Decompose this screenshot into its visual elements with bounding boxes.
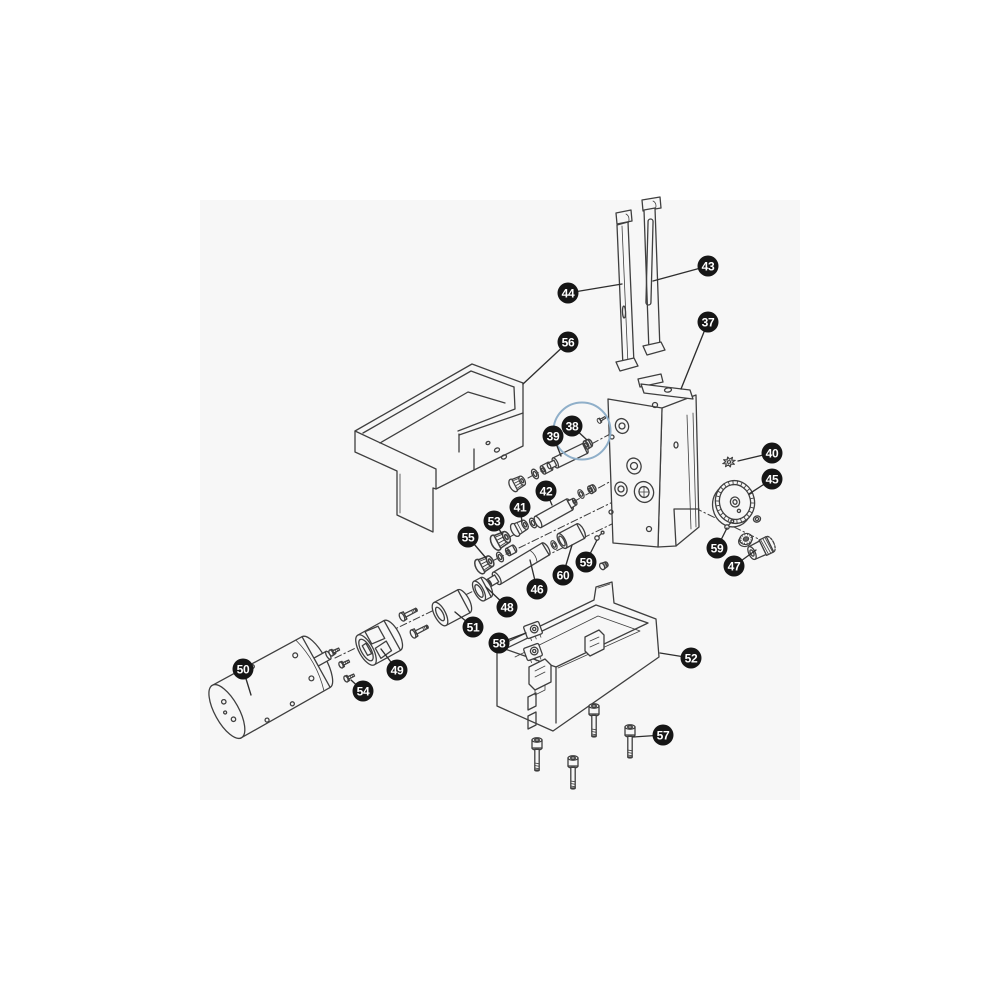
callout-label: 55: [462, 530, 475, 544]
callout-label: 50: [237, 662, 250, 676]
part-lift-channel-right: [641, 196, 666, 356]
callout-55: [457, 526, 479, 548]
callout-label: 59: [580, 555, 593, 569]
callout-label: 58: [493, 636, 506, 650]
part-gearbox-housing: [607, 373, 700, 548]
part-lift-channel-left: [615, 209, 639, 372]
part-shaft-46-group: [471, 523, 609, 588]
callout-49: [386, 659, 408, 681]
leader-line-37: [680, 321, 709, 390]
callout-label: 41: [514, 500, 527, 514]
callout-39: [542, 425, 564, 447]
callout-label: 42: [540, 484, 553, 498]
callout-45: [761, 468, 783, 490]
callout-label: 48: [501, 600, 514, 614]
callout-label: 54: [357, 684, 370, 698]
callout-42: [535, 480, 557, 502]
part-base-tray-52: [496, 581, 660, 732]
callout-54: [352, 680, 374, 702]
callout-56: [557, 331, 579, 353]
part-small-gear: [738, 532, 753, 548]
diagram-artwork: [208, 196, 776, 790]
part-tank-cover: [354, 363, 524, 533]
callout-44: [557, 282, 579, 304]
callout-51: [462, 616, 484, 638]
callout-label: 38: [566, 419, 579, 433]
callout-46: [526, 578, 548, 600]
callout-label: 57: [657, 728, 670, 742]
callout-50: [232, 658, 254, 680]
callout-60: [552, 564, 574, 586]
part-coupler-49: [355, 619, 404, 666]
callout-label: 51: [467, 620, 480, 634]
callout-label: 52: [685, 651, 698, 665]
callout-label: 45: [766, 472, 779, 486]
part-spacer-60: [556, 523, 587, 550]
part-star-washer-40: [722, 456, 736, 468]
callout-label: 40: [766, 446, 779, 460]
part-pin-59-right: [724, 519, 735, 530]
callout-38: [561, 415, 583, 437]
callout-label: 47: [728, 559, 741, 573]
part-main-gear-45: [711, 479, 756, 528]
callout-53: [483, 510, 505, 532]
part-plug: [598, 561, 609, 571]
callout-52: [680, 647, 702, 669]
callout-48: [496, 596, 518, 618]
callout-label: 53: [488, 514, 501, 528]
callout-47: [723, 555, 745, 577]
callout-label: 49: [391, 663, 404, 677]
part-shaft-42: [533, 497, 578, 529]
part-pin-59-left: [594, 530, 605, 541]
callout-label: 37: [702, 315, 715, 329]
callout-41: [509, 496, 531, 518]
callout-37: [697, 311, 719, 333]
callout-label: 56: [562, 335, 575, 349]
callouts: 43 44 37 56 38 39 40 45 42 41 53 55 59 47 59 60 46 48 51 58…: [232, 255, 783, 746]
callout-label: 60: [557, 568, 570, 582]
part-limit-switches-58: [522, 620, 605, 696]
callout-label: 46: [531, 582, 544, 596]
part-shaft-39-group: [506, 414, 608, 494]
part-shaft-42-group: [487, 483, 598, 553]
callout-43: [697, 255, 719, 277]
callout-59: [575, 551, 597, 573]
callout-label: 59: [711, 541, 724, 555]
callout-40: [761, 442, 783, 464]
callout-label: 44: [562, 286, 575, 300]
callout-57: [652, 724, 674, 746]
callout-label: 43: [702, 259, 715, 273]
callout-59: [706, 537, 728, 559]
part-nut: [752, 515, 762, 523]
callout-label: 39: [547, 429, 560, 443]
callout-58: [488, 632, 510, 654]
